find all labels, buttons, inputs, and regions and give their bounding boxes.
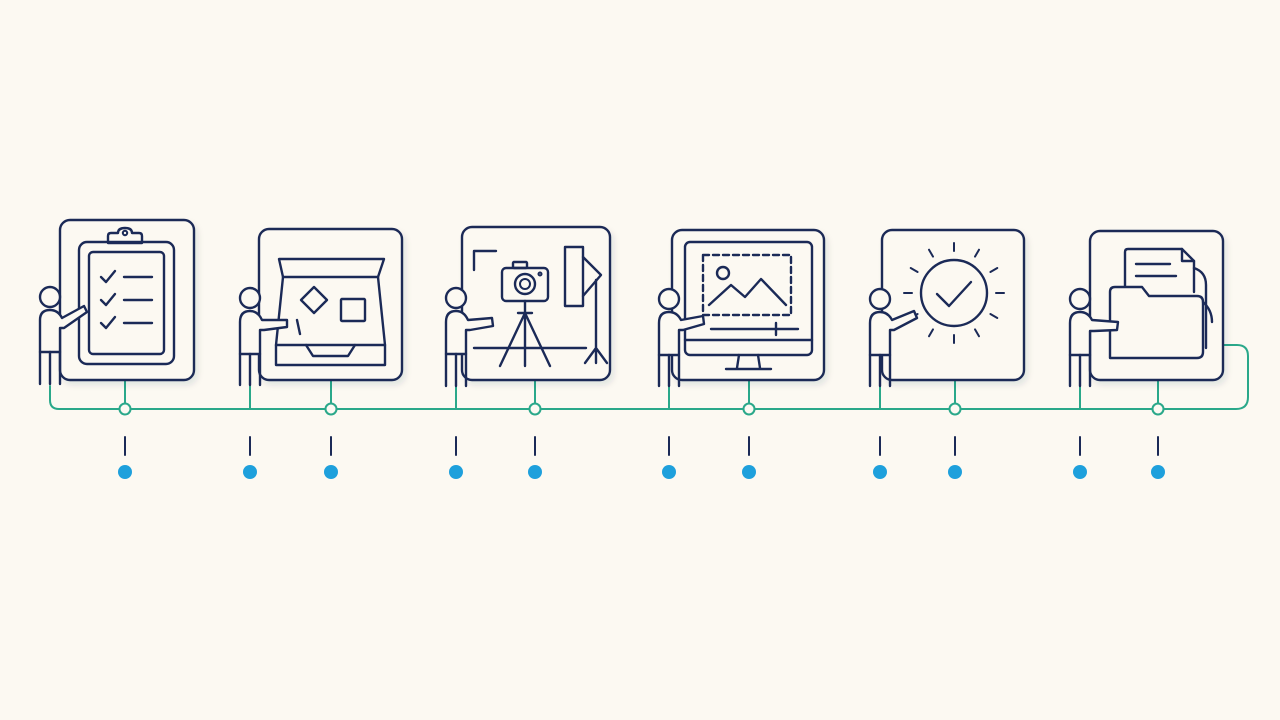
connector-node [948, 402, 962, 416]
sun-ray [989, 313, 999, 319]
connector-node [324, 402, 338, 416]
step-6 [1068, 229, 1225, 388]
document-folder-icon [1108, 247, 1214, 360]
sun-check-approval-icon [903, 242, 1005, 344]
step-1 [38, 218, 196, 386]
step-5 [868, 228, 1026, 388]
step-2 [238, 227, 404, 387]
marker-row [118, 436, 1165, 479]
person-figure-icon [444, 286, 495, 388]
marker-dot [118, 465, 132, 479]
connector-node [528, 402, 542, 416]
person-figure-icon [238, 286, 289, 387]
marker-dot [324, 465, 338, 479]
connector-node [1151, 402, 1165, 416]
sun-ray [989, 267, 999, 273]
open-box-icon [274, 257, 387, 367]
step-3 [444, 225, 612, 388]
step-4-panel [670, 228, 826, 382]
marker-dot [873, 465, 887, 479]
sun-ray [974, 328, 980, 338]
person-figure-icon [868, 287, 919, 388]
clipboard-checklist-icon [77, 226, 176, 366]
sun-ray [974, 248, 980, 258]
person-figure-icon [1068, 287, 1120, 388]
connector-node [742, 402, 756, 416]
marker-dot [1151, 465, 1165, 479]
marker-dot [243, 465, 257, 479]
connector-node [118, 402, 132, 416]
sun-ray [909, 267, 919, 273]
monitor-image-edit-icon [683, 240, 814, 371]
step-5-panel [880, 228, 1026, 382]
marker-dot [948, 465, 962, 479]
marker-dot [449, 465, 463, 479]
marker-dot [662, 465, 676, 479]
sun-ray [928, 328, 934, 338]
marker-dot [1073, 465, 1087, 479]
connector-nodes [118, 402, 1165, 416]
marker-dot [528, 465, 542, 479]
sun-ray [928, 248, 934, 258]
camera-tripod-studio-icon [472, 245, 609, 368]
person-figure-icon [657, 287, 706, 388]
connector-line [49, 344, 1249, 410]
step-4 [657, 228, 826, 388]
person-figure-icon [38, 285, 89, 386]
marker-dot [742, 465, 756, 479]
